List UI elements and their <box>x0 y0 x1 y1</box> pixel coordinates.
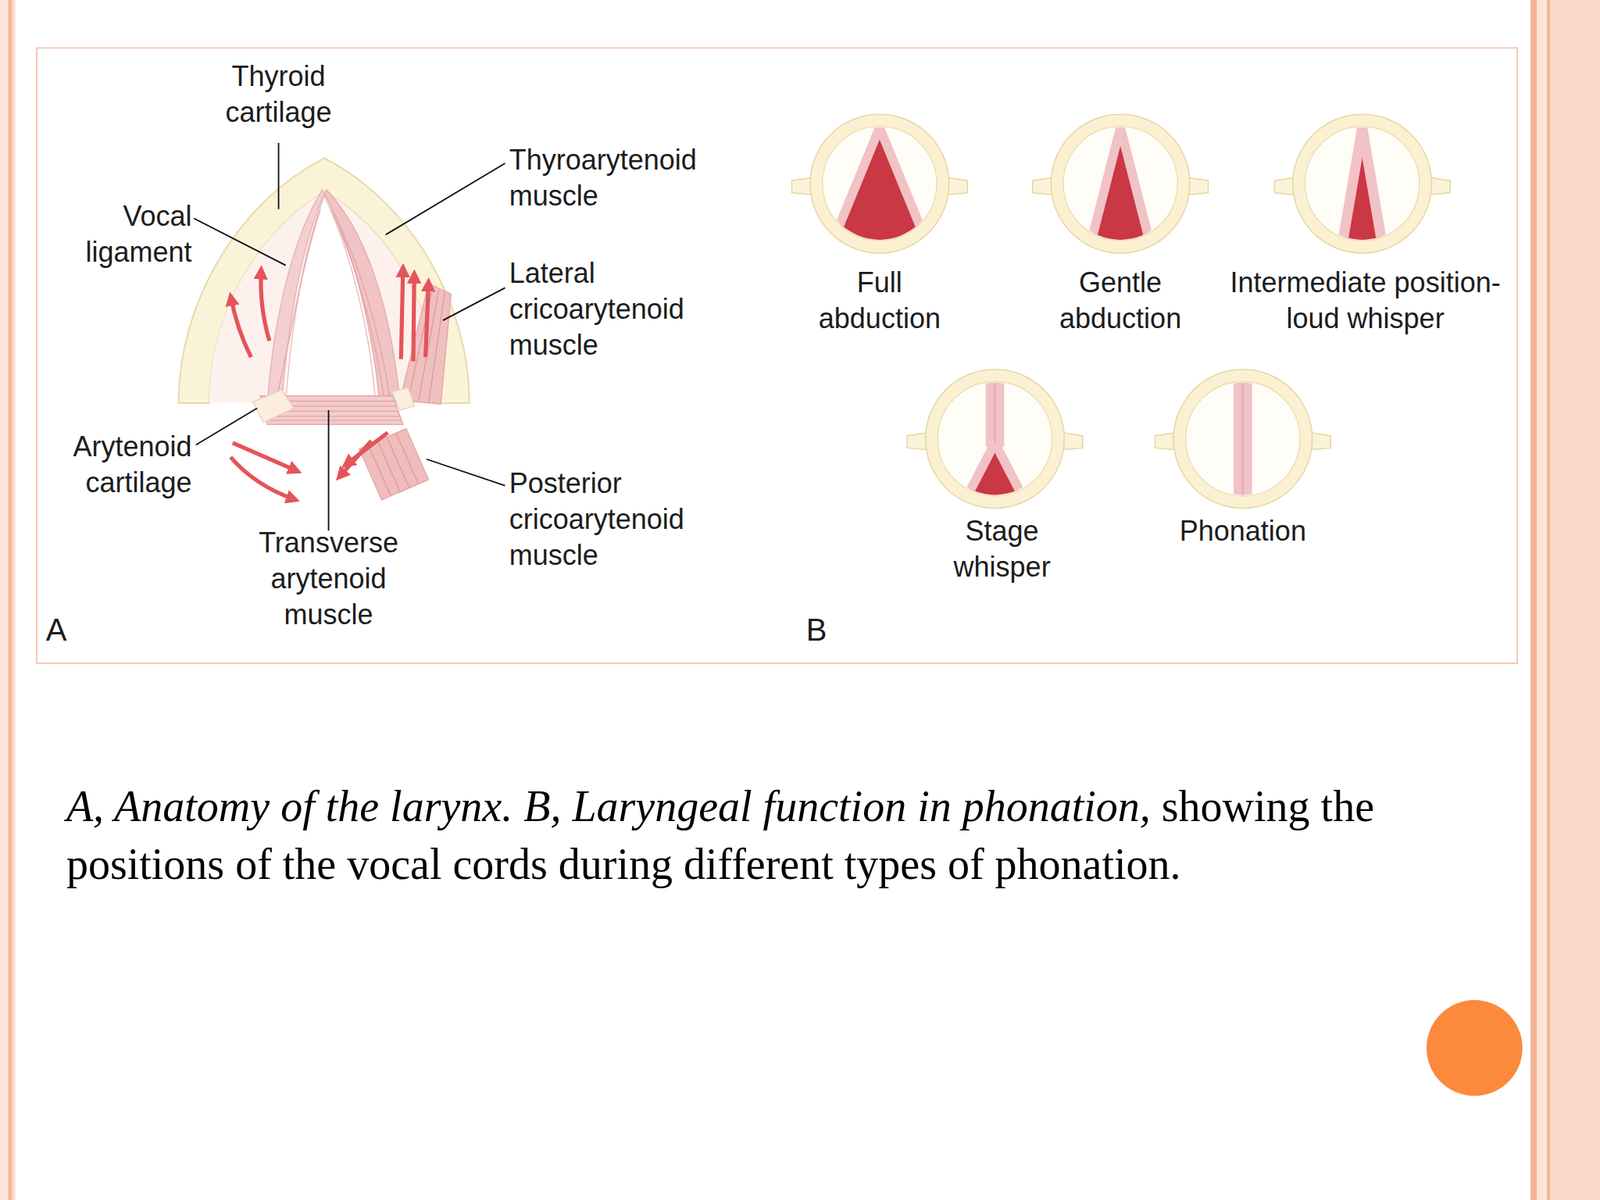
slide-border <box>1550 0 1600 1200</box>
glottis-view <box>1155 369 1332 509</box>
glottis-view <box>907 369 1083 509</box>
glottal-line <box>993 379 996 447</box>
part-label: Transverse arytenoid muscle <box>246 525 411 633</box>
part-label: Thyroarytenoid muscle <box>509 142 725 215</box>
glottis-view <box>1274 114 1450 254</box>
slide-border <box>1536 0 1547 1200</box>
caption: A, Anatomy of the larynx. B, Laryngeal f… <box>66 777 1504 893</box>
slide-border <box>1546 0 1550 1200</box>
glottal-opening <box>964 442 1025 503</box>
position-label: Gentle abduction <box>1040 264 1201 337</box>
glottal-opening <box>1089 127 1151 247</box>
caption-text: A, Anatomy of the larynx. B, Laryngeal f… <box>66 782 1151 831</box>
glottal-opening <box>830 127 929 247</box>
glottis-ring <box>1274 114 1450 254</box>
position-label: Phonation <box>1162 513 1323 550</box>
part-label: Thyroid cartilage <box>210 58 347 131</box>
movement-arrow <box>230 267 429 500</box>
glottis-view <box>1032 114 1209 254</box>
slide-border <box>7 0 12 1200</box>
arytenoid-cartilage <box>392 387 415 411</box>
glottis-ring <box>1155 369 1332 509</box>
panel-letter: A <box>46 611 93 648</box>
vocal-fold <box>1342 127 1363 247</box>
glottis-ring <box>907 369 1083 509</box>
slide-border <box>0 0 8 1200</box>
slide-border <box>1530 0 1537 1200</box>
part-label: Lateral cricoarytenoid muscle <box>509 255 725 364</box>
vocal-fold <box>985 379 1005 447</box>
slide-border <box>12 0 16 1200</box>
part-label: Arytenoid cartilage <box>51 428 193 501</box>
vocal-fold <box>879 127 929 247</box>
vocal-fold <box>1233 379 1253 503</box>
part-label: Posterior cricoarytenoid muscle <box>509 465 725 574</box>
arytenoid-cartilage <box>253 389 294 423</box>
glottis-ring <box>792 114 968 254</box>
vocal-fold <box>830 127 880 247</box>
vocal-fold <box>1120 127 1151 247</box>
panel-letter: B <box>806 611 854 648</box>
vocal-fold <box>1362 127 1383 247</box>
figure-frame <box>36 47 1518 664</box>
posterior-cricoarytenoid-muscle <box>359 428 429 500</box>
position-label: Full abduction <box>799 264 960 337</box>
leader-line <box>193 142 505 531</box>
glottal-opening <box>1342 127 1383 247</box>
glottal-line <box>1242 379 1244 503</box>
vocal-fold <box>1089 127 1121 247</box>
vocal-fold <box>994 442 1025 503</box>
part-label: Vocal ligament <box>63 198 193 271</box>
glottis-ring <box>1032 114 1209 254</box>
glottis-view <box>792 114 968 254</box>
thyroarytenoid-muscle <box>324 189 400 404</box>
vocal-fold <box>964 442 995 503</box>
position-label: Intermediate position- loud whisper <box>1214 264 1516 337</box>
muscle-striation <box>275 209 392 404</box>
slide-dot <box>1426 1000 1523 1097</box>
position-label: Stage whisper <box>921 513 1083 586</box>
